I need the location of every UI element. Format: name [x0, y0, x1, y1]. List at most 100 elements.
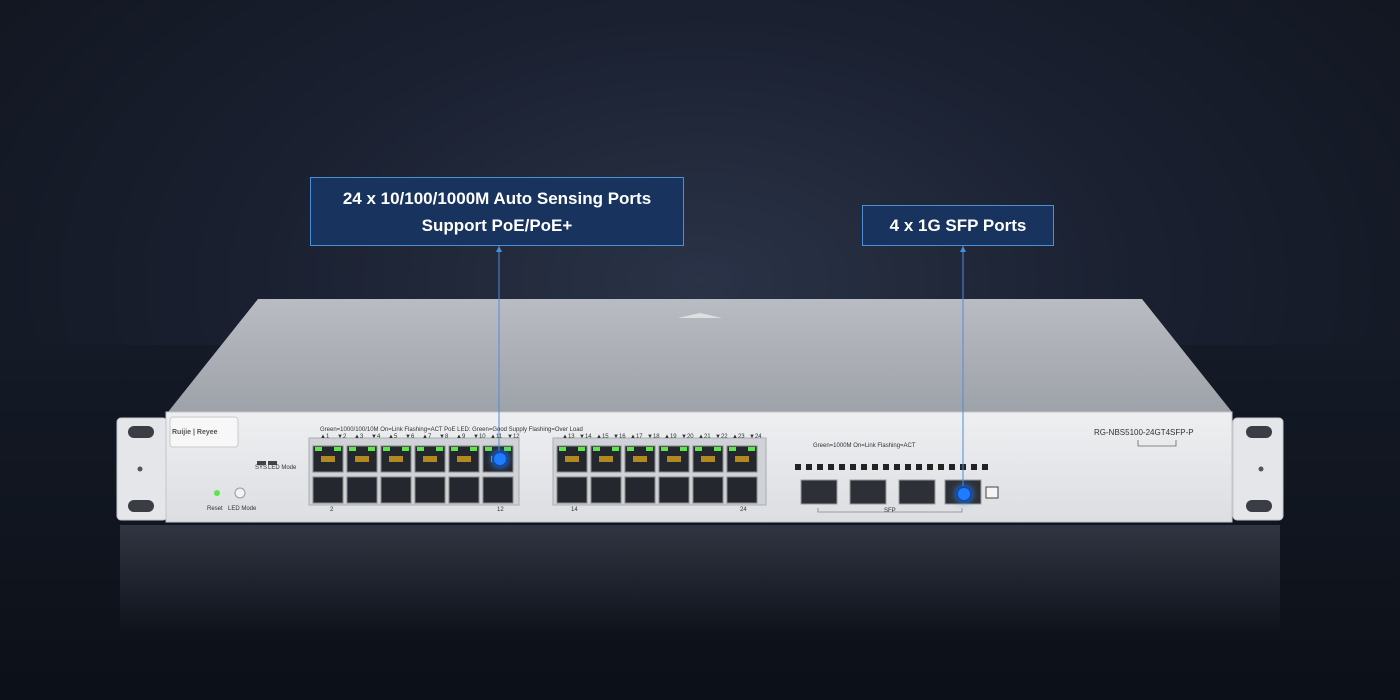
port-number-label: ▲9 [456, 434, 466, 440]
sfp-bracket [817, 508, 963, 513]
link-led-icon [612, 447, 619, 451]
callout-sfp-ports: 4 x 1G SFP Ports [862, 205, 1054, 246]
link-led-icon [402, 447, 409, 451]
port-number-label: ▲23 [732, 434, 745, 440]
port-number-label: ▼18 [647, 434, 660, 440]
link-led-icon [680, 447, 687, 451]
port-pins-icon [633, 456, 647, 462]
sfp-port-2 [849, 479, 887, 505]
screw-icon [1258, 466, 1264, 472]
rack-slot-icon [128, 426, 154, 438]
link-led-icon [646, 447, 653, 451]
port-pins-icon [321, 456, 335, 462]
port-number-label: ▲3 [354, 434, 364, 440]
rack-ear-right [1232, 417, 1284, 521]
link-led-icon [627, 447, 634, 451]
rj45-port [590, 476, 622, 504]
port-number-label: ▲1 [320, 434, 330, 440]
sfp-legend: Green=1000M On=Link Flashing=ACT [813, 443, 916, 449]
sfp-marker-icon [956, 486, 972, 502]
port-number-label: ▲17 [630, 434, 643, 440]
sfp-label: SFP [884, 508, 896, 514]
rj45-ports [312, 445, 758, 504]
led-mode-button-label: LED Mode [228, 506, 257, 512]
port-pins-icon [389, 456, 403, 462]
rj45-port [726, 476, 758, 504]
rj45-marker-icon [492, 451, 508, 467]
link-led-icon [315, 447, 322, 451]
rj45-port [346, 476, 378, 504]
link-led-icon [661, 447, 668, 451]
link-led-icon [383, 447, 390, 451]
rj45-port [658, 476, 690, 504]
port-number-label: ▼10 [473, 434, 486, 440]
port-number-label: ▲11 [490, 434, 503, 440]
screw-icon [137, 466, 143, 472]
port-pins-icon [565, 456, 579, 462]
port-number-label: ▼4 [371, 434, 381, 440]
port-number-label: ▲21 [698, 434, 711, 440]
sfp-port-3 [898, 479, 936, 505]
link-led-icon [436, 447, 443, 451]
power-led-icon [214, 490, 220, 496]
port-number-label: ▼24 [749, 434, 762, 440]
rj45-port [380, 476, 412, 504]
rj45-port [624, 476, 656, 504]
port-pins-icon [701, 456, 715, 462]
link-led-icon [578, 447, 585, 451]
rack-slot-icon [1246, 500, 1272, 512]
port-number-label: ▲19 [664, 434, 677, 440]
link-led-icon [504, 447, 511, 451]
callout-rj45-ports: 24 x 10/100/1000M Auto Sensing Ports Sup… [310, 177, 684, 246]
callout-sfp-line1: 4 x 1G SFP Ports [889, 216, 1027, 235]
link-led-icon [593, 447, 600, 451]
rj45-legend: Green=1000/100/10M On=Link Flashing=ACT … [320, 427, 583, 433]
triangle-mark-icon [678, 313, 722, 318]
port-pins-icon [423, 456, 437, 462]
link-led-icon [451, 447, 458, 451]
port-pins-icon [667, 456, 681, 462]
link-led-icon [714, 447, 721, 451]
model-bracket [1137, 440, 1177, 447]
link-led-icon [334, 447, 341, 451]
port-number-label: ▲15 [596, 434, 609, 440]
link-led-icon [695, 447, 702, 451]
port-number-label: ▼22 [715, 434, 728, 440]
rack-slot-icon [1246, 426, 1272, 438]
sfp-port-1 [800, 479, 838, 505]
port-number-label: ▼12 [507, 434, 520, 440]
brand-badge [169, 416, 239, 448]
port-number-label: ▲5 [388, 434, 398, 440]
port-bottom-label: 14 [571, 507, 578, 513]
link-led-icon [485, 447, 492, 451]
rj45-port [692, 476, 724, 504]
port-number-label: ▼14 [579, 434, 592, 440]
sys-led-icon [257, 461, 266, 465]
arrow-up-icon [496, 246, 502, 252]
model-label: RG-NBS5100-24GT4SFP-P [1094, 428, 1194, 437]
port-bottom-label: 24 [740, 507, 747, 513]
port-number-label: ▼20 [681, 434, 694, 440]
callout-rj45-line1: 24 x 10/100/1000M Auto Sensing Ports [342, 189, 652, 208]
arrow-up-icon [960, 246, 966, 252]
led-mode-led-icon [268, 461, 277, 465]
port-bottom-label: 2 [330, 507, 334, 513]
link-led-icon [559, 447, 566, 451]
link-led-icon [748, 447, 755, 451]
port-number-label: ▲13 [562, 434, 575, 440]
console-port-icon [985, 486, 999, 499]
rj45-port [482, 476, 514, 504]
port-number-label: ▲7 [422, 434, 432, 440]
port-pins-icon [355, 456, 369, 462]
link-led-icon [470, 447, 477, 451]
port-bottom-label: 12 [497, 507, 504, 513]
led-mode-button-icon [234, 487, 246, 499]
callout-rj45-line2: Support PoE/PoE+ [421, 216, 573, 235]
port-number-label: ▼8 [439, 434, 449, 440]
port-number-label: ▼2 [337, 434, 347, 440]
reset-label: Reset [207, 506, 223, 512]
rack-slot-icon [128, 500, 154, 512]
switch-top-cover [168, 299, 1232, 412]
port-pins-icon [599, 456, 613, 462]
